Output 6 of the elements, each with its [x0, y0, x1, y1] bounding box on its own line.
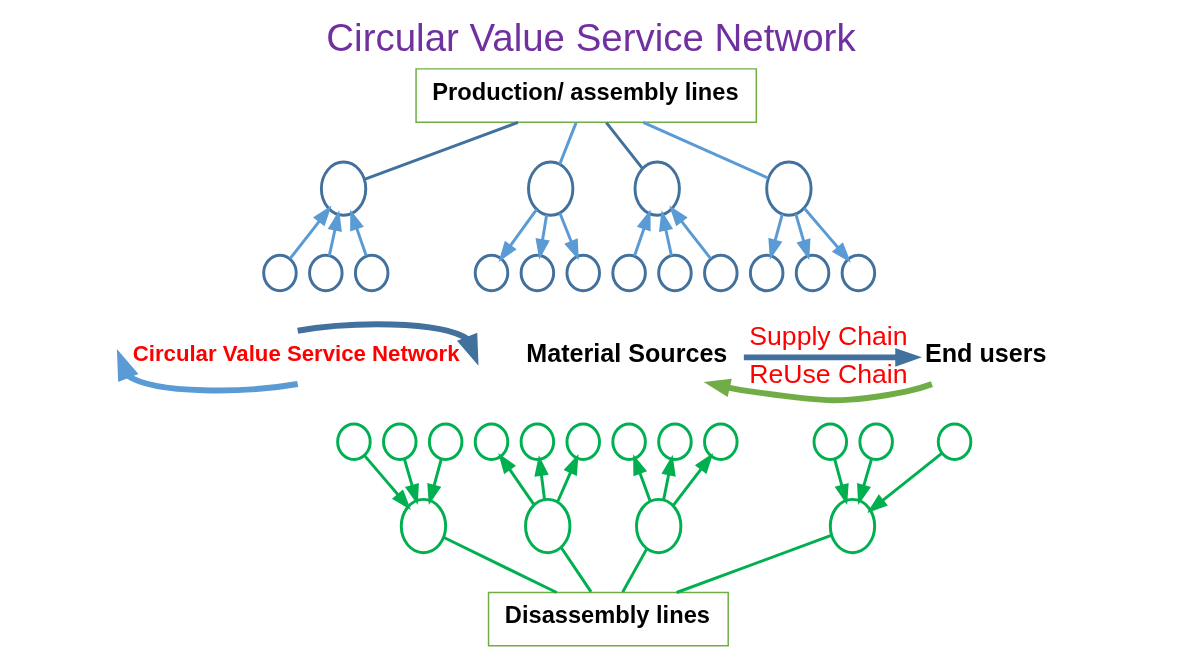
edge-label: Supply Chain: [749, 320, 908, 351]
node-text: End users: [924, 338, 1047, 367]
diagram-title: Circular Value Service Network: [326, 15, 856, 59]
node-text: Material Sources: [526, 338, 728, 367]
edge-label: ReUse Chain: [749, 359, 908, 390]
node-text: Circular Value Service Network: [132, 341, 460, 367]
